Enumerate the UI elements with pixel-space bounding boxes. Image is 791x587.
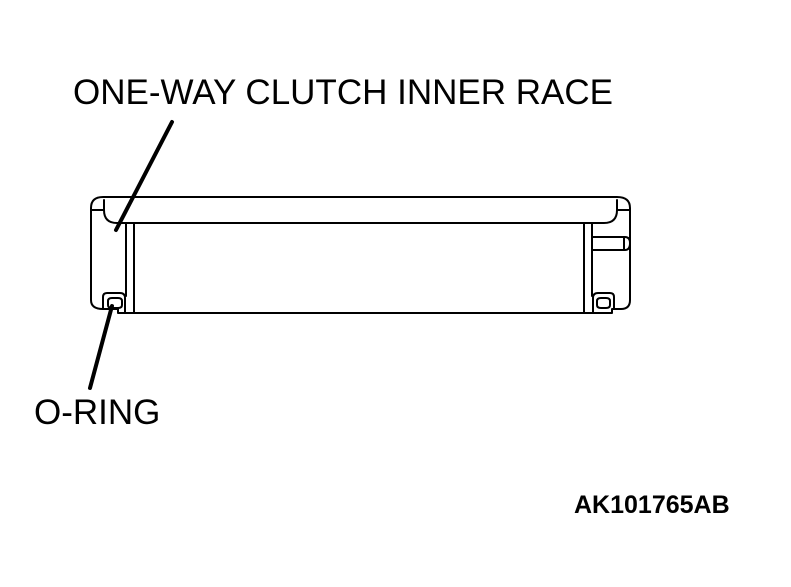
inner-race-part <box>90 196 631 314</box>
top-flange <box>103 199 618 224</box>
figure-id-label: AK101765AB <box>574 491 730 519</box>
left-o-ring-icon <box>107 297 123 309</box>
right-o-ring-groove <box>592 292 615 314</box>
right-o-ring-icon <box>596 297 611 309</box>
oil-hole <box>591 236 631 251</box>
inner-race-leader-line <box>114 120 174 232</box>
left-o-ring-groove <box>102 292 126 314</box>
inner-race-label: ONE-WAY CLUTCH INNER RACE <box>73 73 613 112</box>
inner-race-outline <box>90 196 631 314</box>
o-ring-label: O-RING <box>34 393 160 432</box>
o-ring-leader-line <box>88 304 114 390</box>
